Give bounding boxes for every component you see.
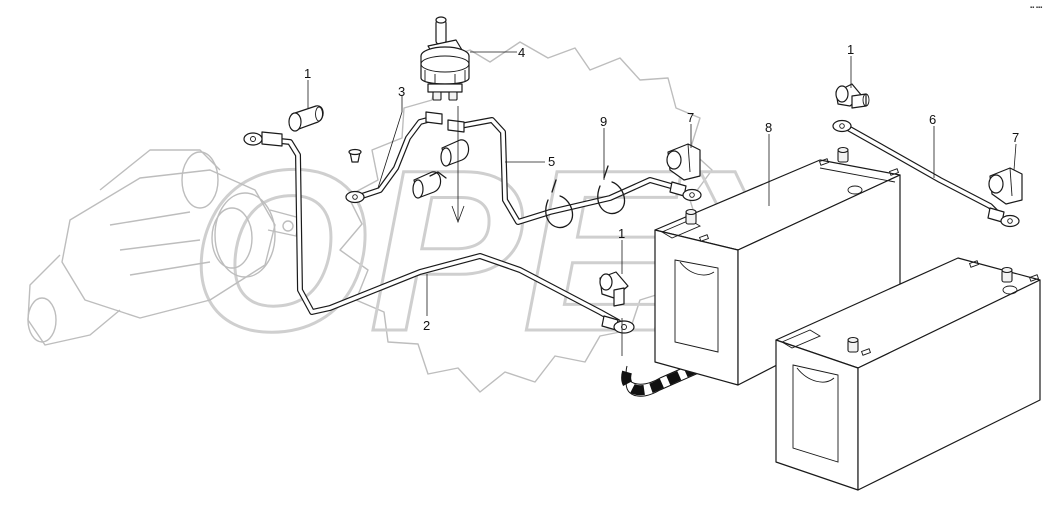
watermark-gear	[339, 41, 713, 393]
cable-6-lug-a	[832, 119, 852, 133]
callout-7-right: 7	[1012, 130, 1019, 145]
cable-3-lug	[345, 190, 365, 204]
battery-upper	[654, 146, 901, 386]
cable-2-lug-starter	[243, 131, 283, 147]
callout-9: 9	[600, 114, 607, 129]
callout-3: 3	[398, 84, 405, 99]
callout-4: 4	[518, 45, 525, 60]
callout-2: 2	[423, 318, 430, 333]
terminal-boot-left	[288, 105, 324, 132]
cable-clamp-left	[545, 179, 574, 229]
switch-terminal-boots	[412, 139, 470, 199]
callout-1-top-right: 1	[847, 42, 854, 57]
callout-1-left: 1	[304, 66, 311, 81]
cable-6	[832, 119, 1020, 228]
terminal-cap-left	[666, 143, 701, 181]
callouts: 1 1 1 2 3 4 5 6 7 7 8 9	[304, 42, 1019, 333]
cable-5	[447, 117, 702, 225]
terminal-boot-top-right	[835, 83, 870, 109]
terminal-cap-right	[988, 167, 1023, 205]
battery-lower-terminal-a	[847, 336, 859, 353]
cable-clamp-right	[597, 165, 626, 215]
battery-lower	[775, 257, 1041, 491]
starter-motor	[27, 149, 301, 346]
cable-clamps	[545, 165, 626, 229]
leader-lines	[307, 51, 1017, 356]
battery-lower-terminal-b	[1001, 266, 1013, 283]
battery-upper-terminal-pos	[837, 146, 849, 163]
cable-6-lug-b	[987, 207, 1020, 228]
callout-7-left: 7	[687, 110, 694, 125]
callout-8: 8	[765, 120, 772, 135]
cable-5-lug-battery	[669, 181, 702, 202]
cable-2-lug-battery	[601, 315, 635, 334]
corner-reference: ▪▪ ▪▪▪	[1030, 5, 1042, 11]
cable-5-lug-switch	[447, 119, 465, 133]
cable-3	[345, 111, 443, 204]
cable-2	[243, 131, 635, 334]
battery-switch	[420, 16, 470, 101]
callout-6: 6	[929, 112, 936, 127]
callout-5: 5	[548, 154, 555, 169]
terminal-boot-mid	[599, 271, 629, 307]
battery-upper-terminal-neg	[685, 208, 697, 225]
callout-1-mid: 1	[618, 226, 625, 241]
small-bolt	[348, 148, 362, 163]
